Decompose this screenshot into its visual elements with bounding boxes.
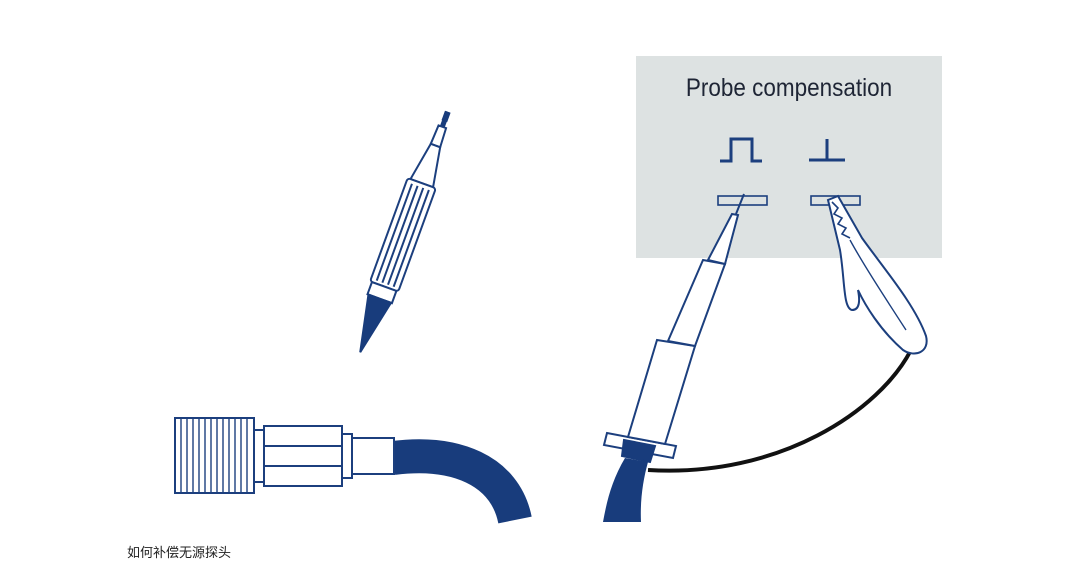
probe-body bbox=[602, 193, 745, 464]
panel-background bbox=[636, 56, 942, 258]
ground-clip bbox=[826, 194, 928, 355]
figure-caption: 如何补偿无源探头 bbox=[127, 546, 232, 561]
panel-title: Probe compensation bbox=[686, 74, 892, 102]
ground-lead-wire bbox=[647, 349, 913, 473]
compensation-panel: Probe compensation bbox=[636, 56, 942, 258]
bnc-connector bbox=[174, 417, 395, 494]
knurled-nut-ridges bbox=[180, 418, 248, 493]
clip-teeth bbox=[831, 201, 851, 239]
square-wave-signal-icon bbox=[720, 137, 762, 163]
probe-cable-right bbox=[603, 458, 648, 522]
ground-symbol-icon bbox=[809, 139, 845, 162]
probe-tip-accessory bbox=[359, 110, 451, 353]
probe-cable-left bbox=[390, 439, 532, 525]
